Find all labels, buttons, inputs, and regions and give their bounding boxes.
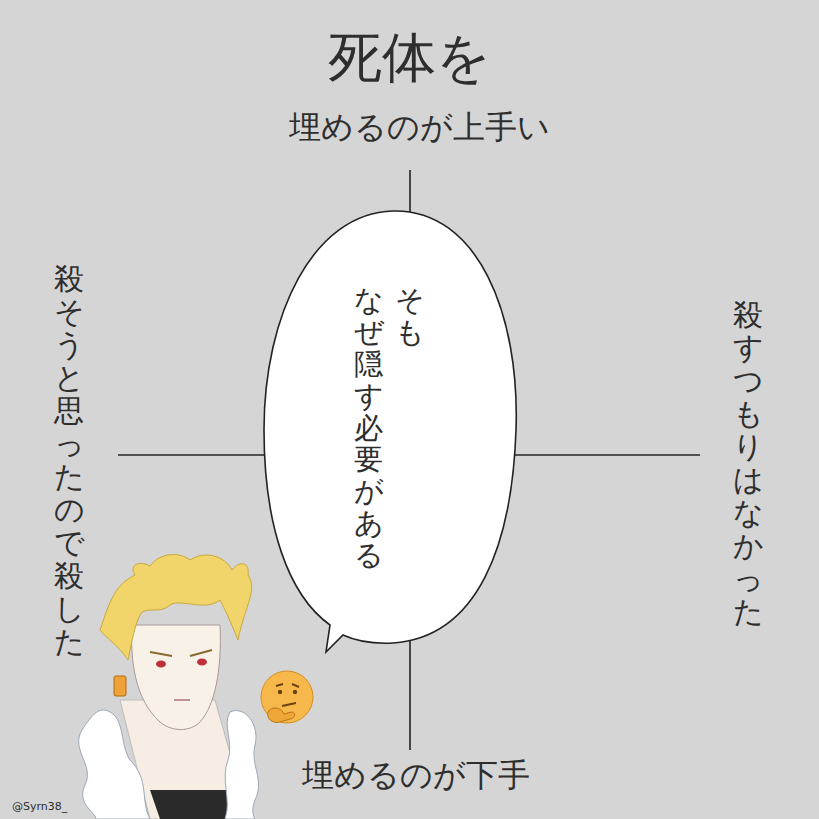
bubble-text-columns: そもなぜ隠す必要がある <box>258 205 520 572</box>
fur-collar <box>79 710 150 819</box>
shirt <box>150 790 232 819</box>
hair <box>100 555 252 660</box>
fur-collar <box>225 711 259 819</box>
earring <box>114 676 126 696</box>
emoji-mouth <box>282 703 296 706</box>
emoji-brows <box>276 684 299 687</box>
eye <box>197 659 207 666</box>
title: 死体を <box>0 26 819 91</box>
emoji-hand <box>268 708 295 722</box>
bubble-text: なぜ隠す必要がある <box>354 285 383 572</box>
bubble-outline <box>258 205 520 657</box>
emoji-eye <box>278 690 282 694</box>
bubble-text: そも <box>395 285 424 349</box>
eyebrows <box>150 650 212 656</box>
bubble-shape <box>264 211 516 652</box>
eye <box>156 661 166 668</box>
thinking-emoji <box>261 671 313 723</box>
axis-label: 埋めるのが下手 <box>6 756 819 794</box>
mouth <box>174 699 190 701</box>
face <box>132 625 221 730</box>
character-illustration <box>79 555 259 819</box>
emoji-eye <box>293 690 297 694</box>
watermark: @Syrn38_ <box>12 800 67 813</box>
speech-bubble: そもなぜ隠す必要がある <box>258 205 520 657</box>
axis-label: 殺そうと思ったので殺した <box>54 262 84 658</box>
axis-label: 殺すつもりはなかった <box>733 298 763 628</box>
axis-label: 埋めるのが上手い <box>10 108 819 146</box>
emoji-face <box>261 671 313 723</box>
